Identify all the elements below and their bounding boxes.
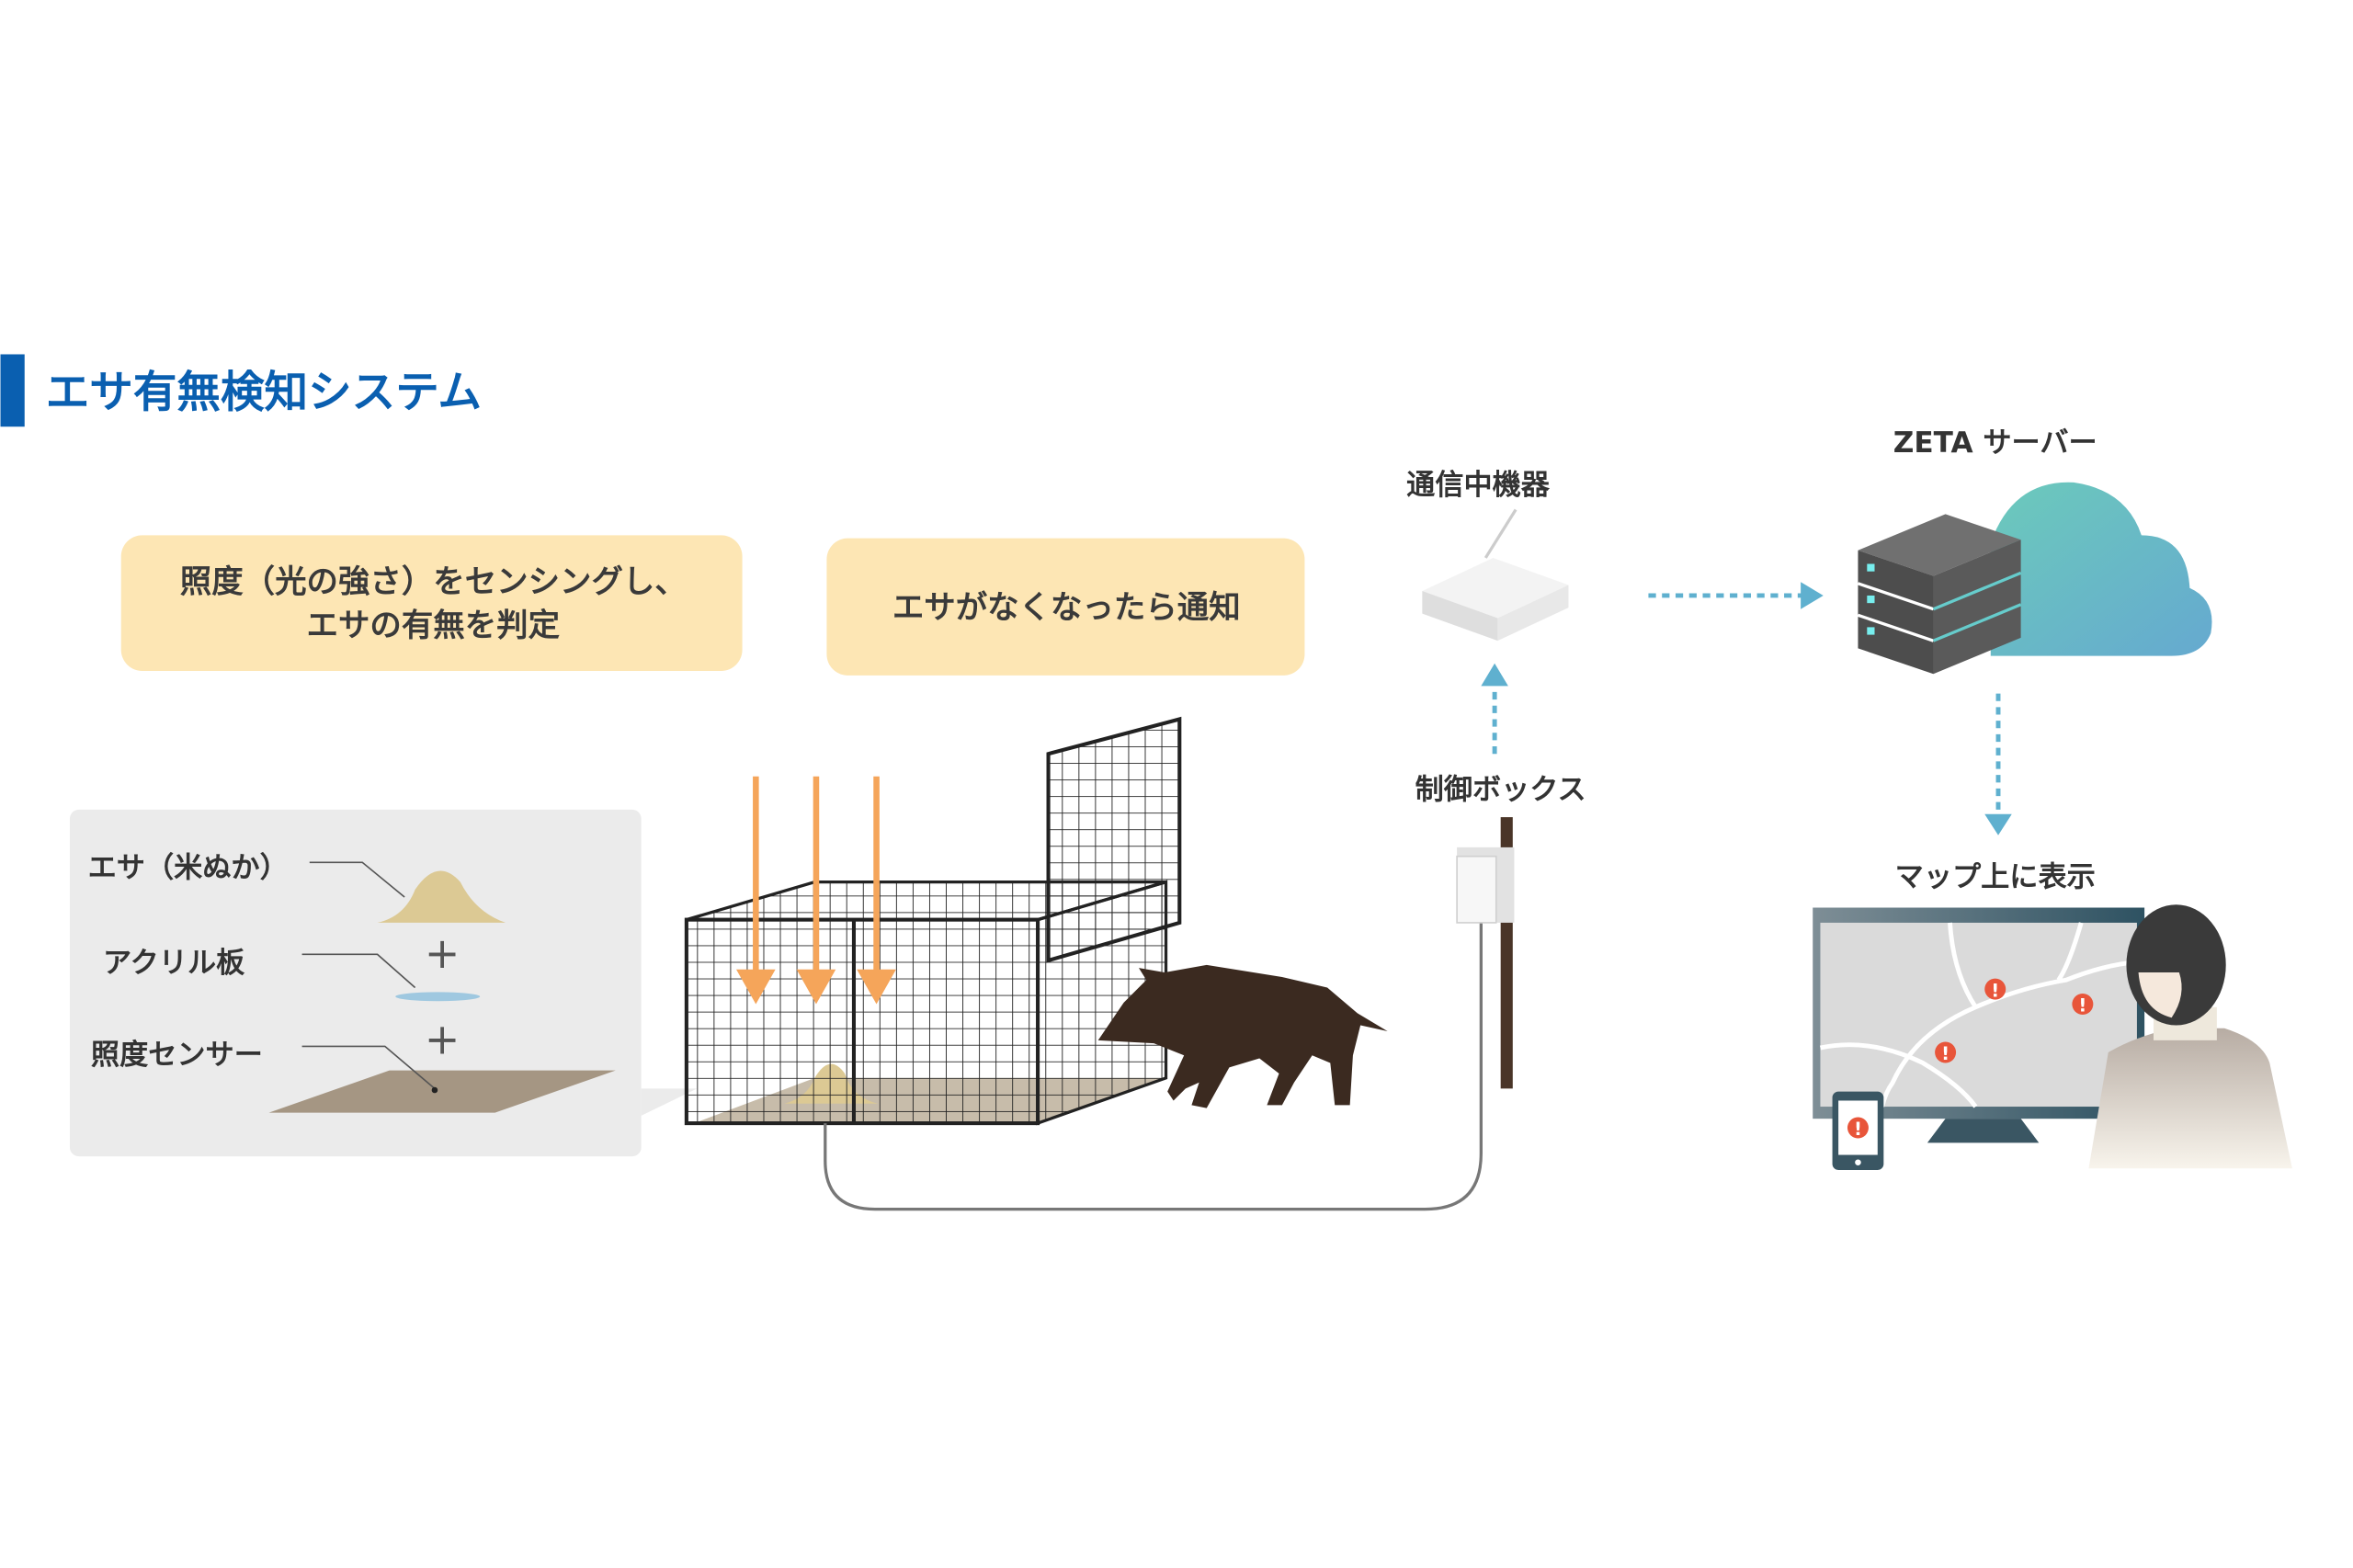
sensor-label: 照度センサー: [91, 1039, 263, 1072]
light-arrows: [736, 776, 896, 1005]
monitor-icon: [1813, 907, 2145, 1143]
light-arrow-icon: [857, 776, 896, 1005]
control-box-icon: [1456, 817, 1515, 1089]
router-icon: [1422, 508, 1569, 642]
map-alert-marker: !: [1984, 978, 2006, 1001]
cage-door: [1046, 716, 1182, 963]
cloud-icon: [1990, 482, 2212, 656]
flow-arrow-down: [1984, 693, 2012, 835]
relay-label: 通信中機器: [1406, 469, 1551, 502]
light-arrow-icon: [736, 776, 776, 1005]
svg-text:!: !: [1991, 980, 1999, 1001]
sensor-cable: [824, 922, 1483, 1211]
bait-mound-icon: [377, 870, 506, 923]
person-icon: [2088, 904, 2292, 1169]
plus-sign: +: [425, 1015, 460, 1064]
acrylic-label: アクリル板: [103, 947, 245, 980]
callout-sensing-line1: 照度（光の強さ）をセンシングし、: [180, 564, 687, 601]
callout-sensing-line2: エサの有無を判定: [307, 608, 561, 644]
control-box-label: 制御ボックス: [1415, 773, 1586, 806]
callout-notify-text: エサがなくなったら通知: [892, 590, 1241, 627]
server-label: ZETA サーバー: [1893, 426, 2097, 460]
bait-label: エサ（米ぬか）: [88, 852, 289, 885]
flow-arrow-right: [1648, 582, 1824, 609]
smartphone-icon: !: [1832, 1091, 1884, 1170]
sensor-plate-icon: [268, 1070, 616, 1113]
trap-cage: [684, 716, 1182, 1126]
light-arrow-icon: [796, 776, 836, 1005]
acrylic-plate-icon: [395, 992, 481, 1002]
callout-notify: エサがなくなったら通知: [826, 538, 1305, 676]
map-alert-marker: !: [2072, 994, 2094, 1017]
plus-sign: +: [425, 928, 460, 978]
svg-text:!: !: [2078, 995, 2086, 1017]
server-icon: [1857, 514, 2022, 675]
sensor-detail-panel: エサ（米ぬか） + アクリル板 + 照度センサー: [69, 809, 698, 1157]
title-accent-bar: [0, 354, 25, 427]
flow-arrow-up: [1481, 663, 1508, 755]
map-alert-marker: !: [1935, 1041, 1957, 1064]
svg-text:!: !: [1941, 1043, 1949, 1064]
page-title: エサ有無検知システム: [46, 368, 482, 418]
wild-boar-icon: [1097, 964, 1388, 1108]
callout-sensing: 照度（光の強さ）をセンシングし、 エサの有無を判定: [120, 535, 743, 671]
phone-alert-marker: !: [1854, 1119, 1862, 1140]
map-label: マップ上に表示: [1895, 861, 2096, 894]
